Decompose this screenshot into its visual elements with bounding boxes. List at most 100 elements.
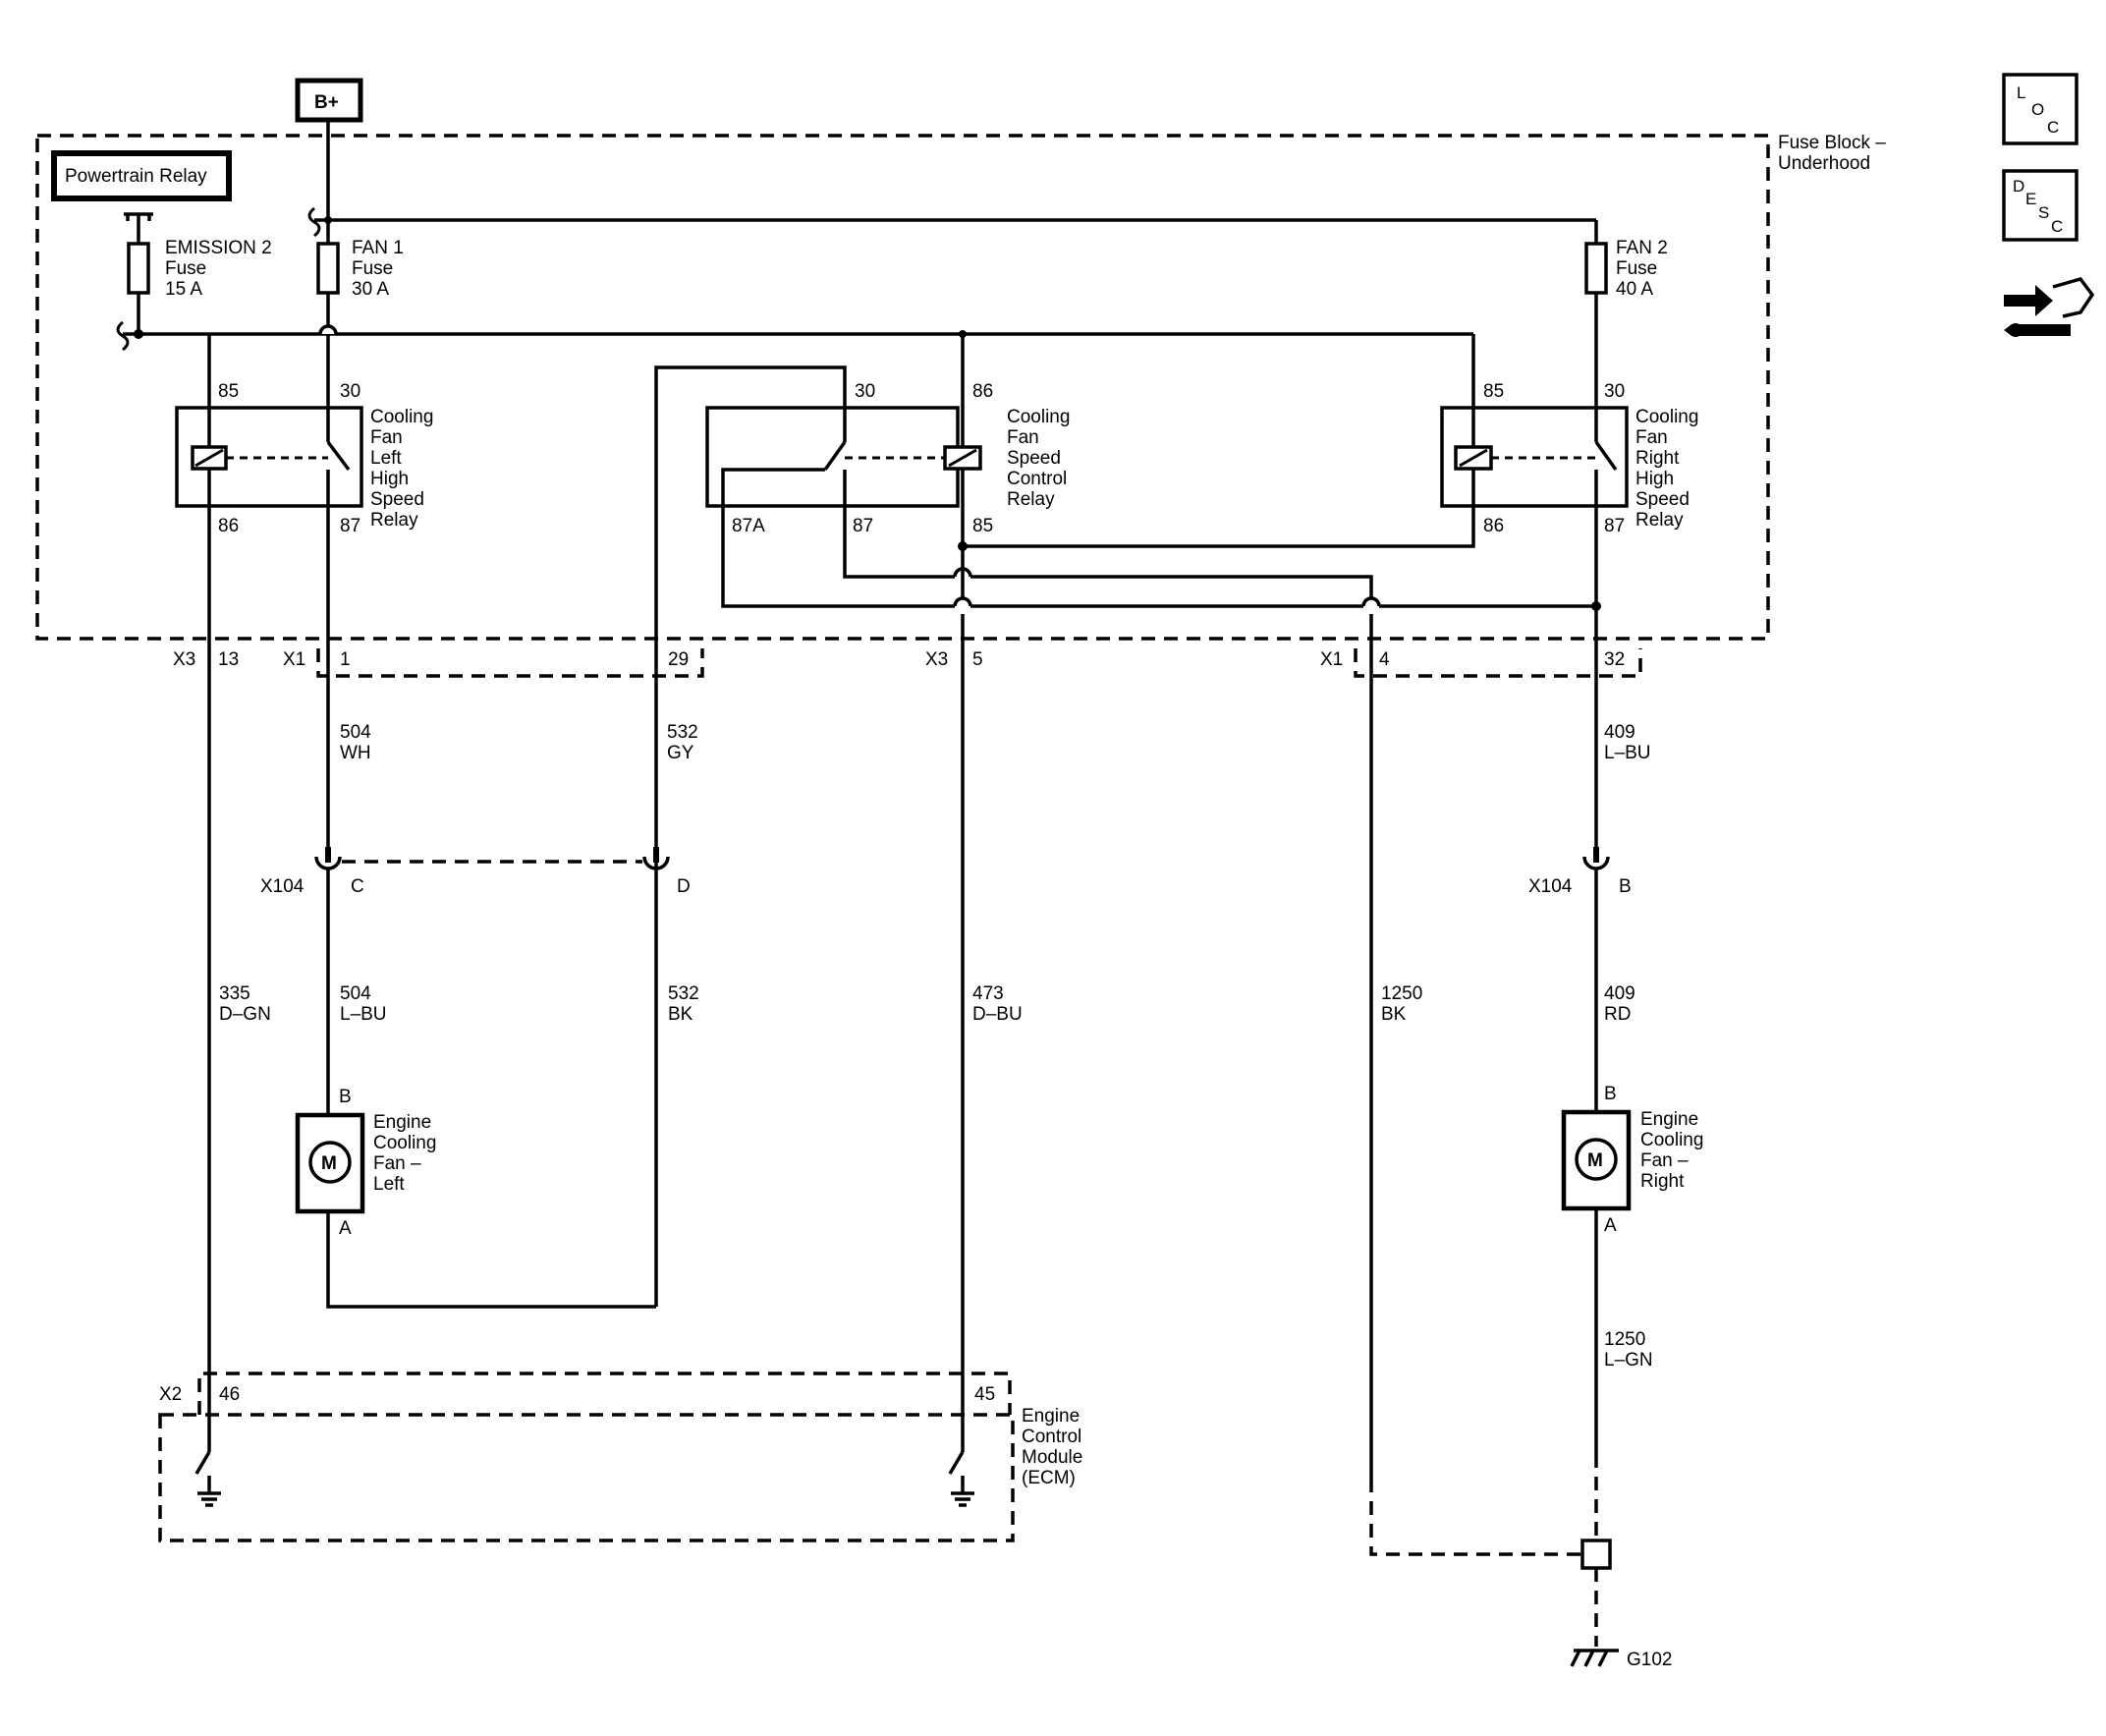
right-relay-pin-85: 85 (1483, 381, 1504, 402)
connector-x1-29-pin: 29 (668, 649, 689, 670)
ecm-driver-45 (948, 1451, 974, 1507)
right-relay-label-1: Cooling (1635, 407, 1698, 427)
wire-1250-bk-num: 1250 (1381, 983, 1422, 1004)
engine-cooling-fan-right-motor[interactable]: M (1561, 1109, 1632, 1211)
wire-335-dgn-color: D–GN (219, 1004, 271, 1025)
wire-409-lbu-color: L–BU (1604, 743, 1651, 763)
right-relay-label-2: Fan (1635, 427, 1668, 448)
left-relay-label-5: Speed (370, 489, 424, 510)
speed-relay-label-1: Cooling (1007, 407, 1070, 427)
connector-x104-cd[interactable] (314, 847, 670, 870)
loc-button[interactable]: L O C (2002, 73, 2078, 145)
connector-x2-shell (197, 1372, 1012, 1415)
speed-relay-label-5: Relay (1007, 489, 1055, 510)
desc-icon-c: C (2051, 217, 2063, 236)
connector-x3-5-name: X3 (925, 649, 948, 670)
fan2-fuse-label-2: Fuse (1616, 258, 1657, 279)
connector-x104-b[interactable] (1582, 847, 1610, 870)
connector-x3-13-name: X3 (173, 649, 195, 670)
ecm-label-3: Module (1022, 1447, 1082, 1468)
emission2-fuse-label-1: EMISSION 2 (165, 238, 272, 258)
emission2-fuse-label-2: Fuse (165, 258, 206, 279)
motor-left-label-1: Engine (373, 1112, 431, 1133)
ground-g102-label: G102 (1627, 1650, 1672, 1670)
fan2-fuse-label-3: 40 A (1616, 279, 1653, 300)
battery-supply[interactable]: B+ (295, 78, 363, 123)
right-high-speed-relay[interactable] (1440, 406, 1629, 508)
powertrain-relay-box[interactable]: Powertrain Relay (51, 150, 232, 201)
motor-right-pin-b: B (1604, 1084, 1617, 1104)
fuse-block-label-2: Underhood (1778, 153, 1870, 174)
motor-right-label-1: Engine (1640, 1109, 1698, 1130)
engine-cooling-fan-left-motor[interactable]: M (295, 1112, 365, 1214)
speed-relay-label-2: Fan (1007, 427, 1039, 448)
left-high-speed-relay[interactable] (175, 406, 363, 508)
left-relay-pin-87: 87 (340, 516, 360, 536)
wire-473-dbu-num: 473 (972, 983, 1004, 1004)
speed-control-relay[interactable] (705, 406, 982, 508)
right-relay-label-3: Right (1635, 448, 1680, 469)
ground-g102-icon (1570, 1649, 1619, 1667)
motor-right-label-2: Cooling (1640, 1130, 1703, 1150)
wire-1250-lgn-color: L–GN (1604, 1350, 1653, 1371)
speed-relay-pin-87a: 87A (732, 516, 765, 536)
connector-x3-13-pin: 13 (218, 649, 239, 670)
connector-x104-pin-b: B (1619, 876, 1632, 897)
left-relay-label-1: Cooling (370, 407, 433, 427)
loc-icon-o: O (2031, 100, 2044, 119)
ecm-label-2: Control (1022, 1427, 1081, 1447)
connector-x2-pin-45: 45 (974, 1384, 995, 1405)
wire-532-bk-color: BK (668, 1004, 693, 1025)
motor-left-symbol: M (321, 1153, 337, 1174)
left-relay-label-6: Relay (370, 510, 418, 531)
emission2-fuse-label-3: 15 A (165, 279, 202, 300)
desc-icon-s: S (2038, 203, 2049, 222)
loc-icon-l: L (2017, 84, 2025, 102)
connector-x1-right-shell (1354, 648, 1642, 678)
right-relay-pin-30: 30 (1604, 381, 1625, 402)
emission2-fuse[interactable] (124, 212, 153, 334)
motor-left-pin-a: A (339, 1218, 352, 1239)
ecm-driver-46 (194, 1451, 221, 1507)
motor-right-pin-a: A (1604, 1215, 1617, 1236)
left-relay-label-4: High (370, 469, 409, 489)
desc-button[interactable]: D E S C (2002, 169, 2078, 242)
ecm-outline[interactable] (158, 1413, 1015, 1542)
connector-x1-1-name: X1 (283, 649, 305, 670)
wire-504-wh-color: WH (340, 743, 371, 763)
ecm-label-1: Engine (1022, 1406, 1080, 1427)
connector-x1-4-name: X1 (1320, 649, 1343, 670)
wire-409-lbu-num: 409 (1604, 722, 1635, 743)
ground-splice[interactable] (1580, 1539, 1612, 1570)
left-relay-pin-30: 30 (340, 381, 360, 402)
motor-left-label-4: Left (373, 1174, 405, 1195)
wire-532-gy-color: GY (667, 743, 694, 763)
fan1-fuse-label-3: 30 A (352, 279, 389, 300)
connector-end-view-icon[interactable] (2004, 276, 2095, 337)
left-relay-pin-85: 85 (218, 381, 239, 402)
wire-532-bk-num: 532 (668, 983, 699, 1004)
fan1-fuse-label-2: Fuse (352, 258, 393, 279)
loc-icon-c: C (2047, 118, 2059, 137)
right-relay-pin-86: 86 (1483, 516, 1504, 536)
connector-x104-name-left: X104 (260, 876, 305, 897)
motor-left-pin-b: B (339, 1087, 352, 1107)
right-relay-label-6: Relay (1635, 510, 1684, 531)
motor-right-symbol: M (1587, 1150, 1603, 1171)
wire-532-gy-num: 532 (667, 722, 698, 743)
fuse-block-outline (35, 134, 1770, 641)
fan1-fuse[interactable] (316, 242, 340, 295)
fuse-block-label-1: Fuse Block – (1778, 133, 1886, 153)
wire-335-dgn-num: 335 (219, 983, 250, 1004)
desc-icon-e: E (2025, 190, 2036, 208)
wire-1250-bk-color: BK (1381, 1004, 1407, 1025)
battery-supply-label: B+ (314, 92, 339, 113)
left-relay-label-3: Left (370, 448, 402, 469)
wire-504-wh-num: 504 (340, 722, 371, 743)
fan2-fuse[interactable] (1584, 242, 1608, 295)
desc-icon-d: D (2013, 177, 2024, 196)
speed-relay-label-4: Control (1007, 469, 1067, 489)
left-relay-label-2: Fan (370, 427, 403, 448)
right-relay-label-5: Speed (1635, 489, 1690, 510)
